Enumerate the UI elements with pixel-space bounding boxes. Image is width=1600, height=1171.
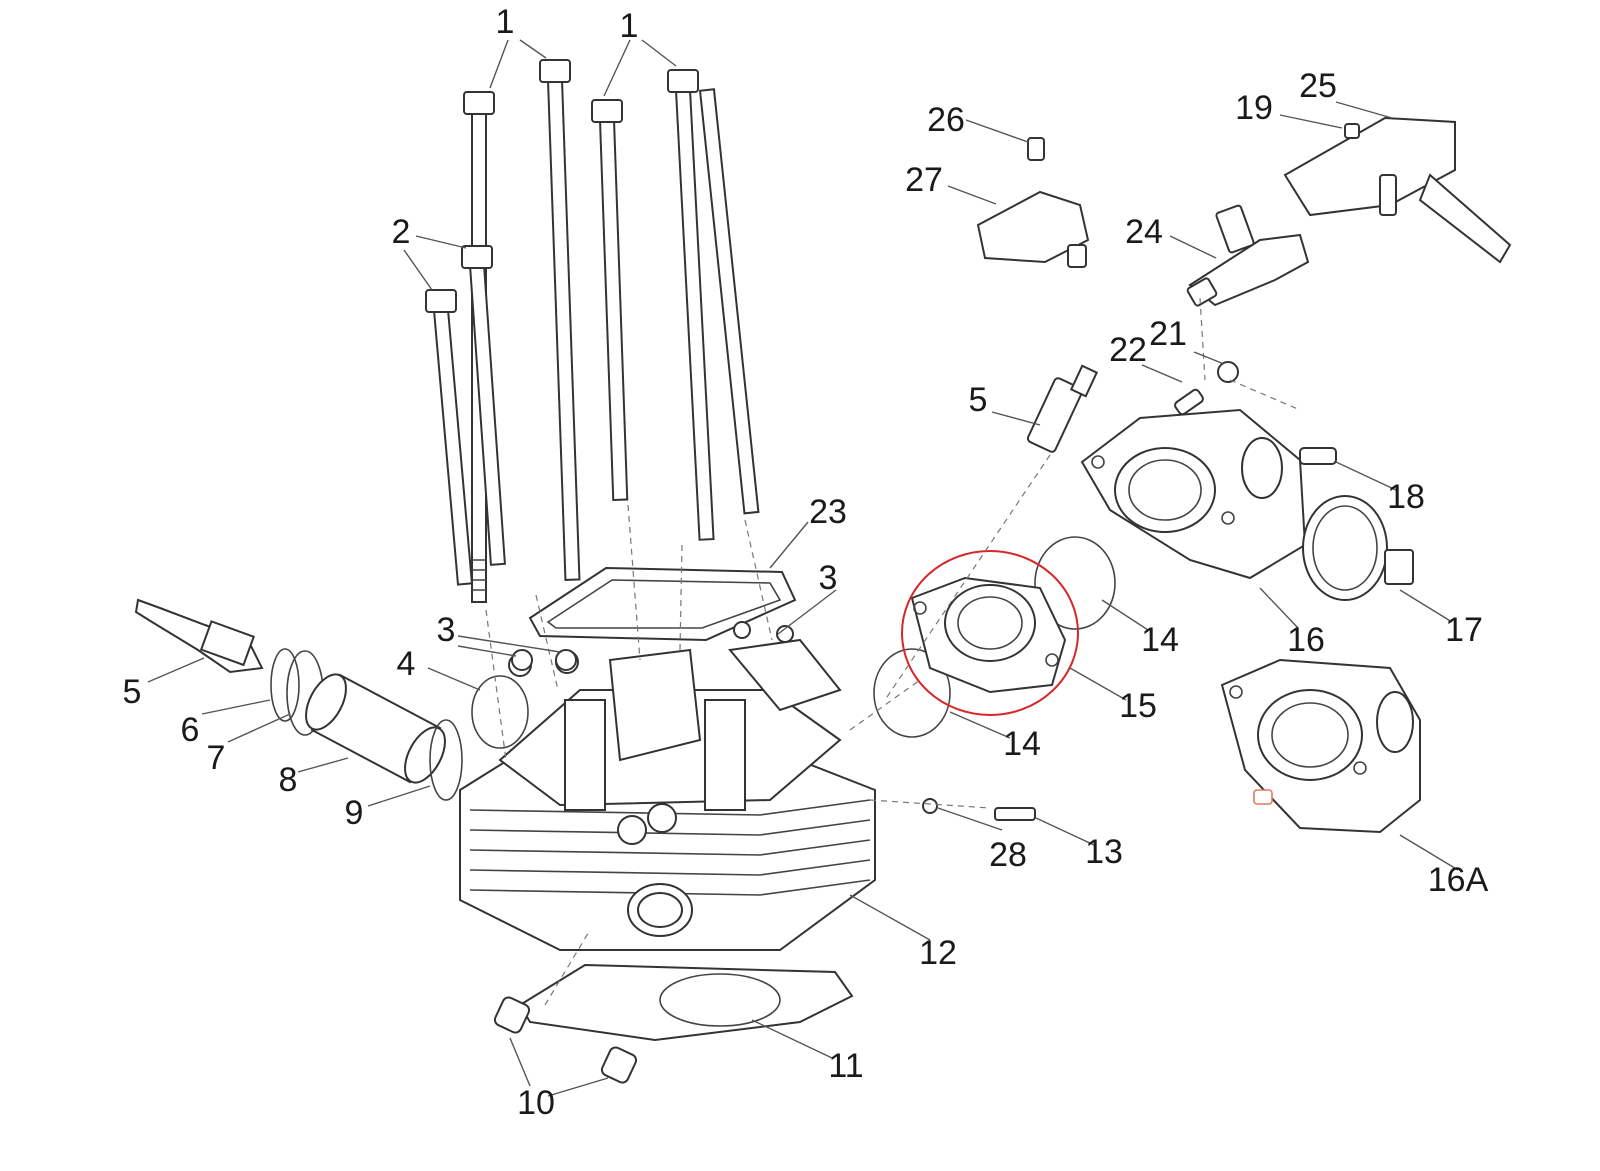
- callout-21: 21: [1149, 315, 1187, 353]
- callout-14-lower: 14: [1003, 725, 1041, 763]
- callout-25: 25: [1299, 67, 1337, 105]
- nut-3b: [555, 649, 577, 671]
- callout-15: 15: [1119, 687, 1157, 725]
- head-bolts: [425, 59, 760, 603]
- cover-gasket-23: [528, 566, 797, 642]
- screw-18: [1299, 447, 1337, 465]
- fuel-rail-25: [1283, 116, 1512, 264]
- callout-3b: 3: [818, 559, 838, 597]
- o-ring-14-upper: [1034, 536, 1116, 630]
- screw-13: [994, 807, 1036, 821]
- short-bolt-2a: [425, 289, 474, 586]
- cylinder-head-12: [459, 621, 876, 951]
- leader-lines: [147, 39, 1459, 1097]
- callout-5-right: 5: [968, 381, 988, 419]
- callout-17: 17: [1445, 611, 1483, 649]
- callout-5-left: 5: [122, 673, 142, 711]
- callout-1b: 1: [619, 7, 639, 45]
- o-ring-14-lower: [873, 648, 951, 738]
- dowel-10a: [493, 996, 531, 1034]
- callout-8: 8: [278, 761, 298, 799]
- callout-1a: 1: [495, 3, 515, 41]
- head-gasket-11: [518, 963, 854, 1042]
- callout-11: 11: [828, 1047, 864, 1085]
- throttle-body-16: [1080, 408, 1307, 580]
- assembly-lines: [485, 297, 1301, 1006]
- callout-19: 19: [1235, 89, 1273, 127]
- callout-4: 4: [396, 645, 416, 683]
- intake-spacer-15: [910, 576, 1067, 694]
- callout-6: 6: [180, 711, 200, 749]
- spark-plug-right: [1026, 364, 1099, 453]
- clamp-17: [1302, 495, 1414, 601]
- dowel-10b: [600, 1046, 638, 1084]
- head-bolt-2: [539, 59, 581, 581]
- callout-2: 2: [391, 213, 411, 251]
- nut-3a: [511, 649, 533, 671]
- head-bolt-4: [667, 69, 715, 541]
- nut-21: [1217, 361, 1239, 383]
- callout-16A: 16A: [1427, 861, 1489, 899]
- callout-3a: 3: [436, 611, 456, 649]
- callout-16: 16: [1287, 621, 1325, 659]
- ring-4: [471, 675, 529, 749]
- short-bolt-2b: [461, 245, 506, 566]
- sensor-27: [976, 190, 1090, 268]
- spark-plug-left: [134, 598, 264, 674]
- callout-23: 23: [809, 493, 847, 531]
- screw-19: [1344, 123, 1360, 139]
- callout-22: 22: [1109, 331, 1147, 369]
- callout-28: 28: [989, 836, 1027, 874]
- callout-13: 13: [1085, 833, 1123, 871]
- callout-12: 12: [919, 934, 957, 972]
- tube-8: [305, 673, 446, 784]
- injector-24: [1186, 204, 1310, 307]
- callout-10: 10: [517, 1084, 555, 1122]
- head-bolt-5: [698, 88, 760, 515]
- throttle-body-16A: [1220, 658, 1421, 834]
- callout-24: 24: [1125, 213, 1163, 251]
- callout-26: 26: [927, 101, 965, 139]
- callout-7: 7: [206, 739, 226, 777]
- callout-27: 27: [905, 161, 943, 199]
- callout-18: 18: [1387, 478, 1425, 516]
- washer-28: [922, 798, 938, 814]
- ring-6: [270, 648, 300, 722]
- ring-9: [429, 719, 463, 801]
- head-bolt-3: [591, 99, 629, 502]
- screw-26: [1027, 137, 1045, 161]
- highlight-circle: [901, 550, 1079, 716]
- callout-14-upper: 14: [1141, 621, 1179, 659]
- stud-22: [1174, 388, 1204, 416]
- callout-9: 9: [344, 794, 364, 832]
